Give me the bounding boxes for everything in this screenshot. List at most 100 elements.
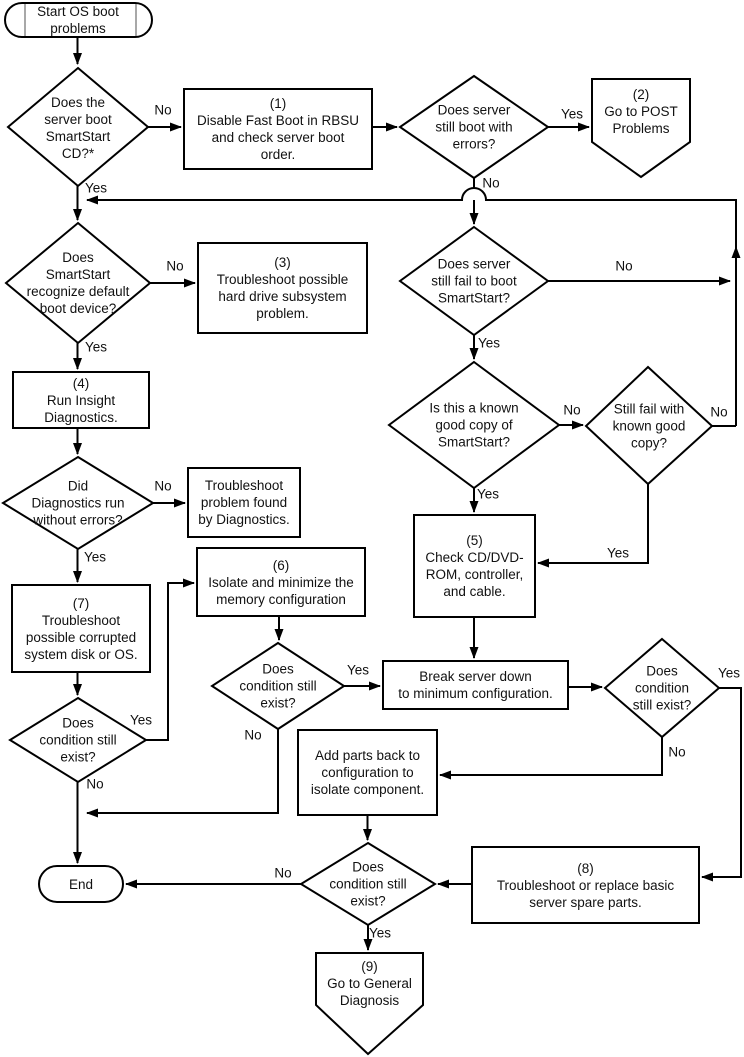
edge-label-booterrors-yes: Yes <box>560 106 584 122</box>
edge-label-condbottom-yes: Yes <box>368 925 392 941</box>
process-step6: (6)Isolate and minimize the memory confi… <box>197 548 365 616</box>
edge-label-condright-no: No <box>668 744 686 760</box>
decision-condition-mid-shape <box>210 641 346 731</box>
edge-label-condbottom-no: No <box>274 865 292 881</box>
step9-label: Go to General Diagnosis <box>327 976 412 1008</box>
decision-boot-smartstart-cd-shape <box>6 66 150 188</box>
edge-right-collector <box>86 187 737 426</box>
step6-label: Isolate and minimize the memory configur… <box>208 574 354 607</box>
decision-condition-right-shape <box>603 637 721 739</box>
edge-label-condleft-yes: Yes <box>129 712 153 728</box>
process-step8-shape <box>471 846 700 924</box>
edge-label-condright-yes: Yes <box>717 665 741 681</box>
decision-condition-mid-label: Does condition still exist? <box>239 661 317 711</box>
process-step7-shape <box>11 584 151 673</box>
edge-label-bootcd-yes: Yes <box>84 180 108 196</box>
offpage-step2-shape <box>591 78 691 179</box>
edge-label-diag-no: No <box>154 478 172 494</box>
decision-recognize-default-label: Does SmartStart recognize default boot d… <box>26 250 130 316</box>
step5-label: Check CD/DVD- ROM, controller, and cable… <box>425 550 524 599</box>
edge-label-recognize-yes: Yes <box>84 339 108 355</box>
process-step3-shape <box>197 242 368 334</box>
process-troubleshoot-diagnostics: Troubleshoot problem found by Diagnostic… <box>188 468 300 537</box>
step2-number: (2) <box>632 87 650 102</box>
offpage-step2: (2) Go to POST Problems <box>592 86 690 137</box>
process-add-parts-back-shape <box>297 729 438 816</box>
edge-label-stillfail-no: No <box>615 258 633 274</box>
process-step5: (5) Check CD/DVD- ROM, controller, and ca… <box>414 515 535 617</box>
edge-label-condmid-no: No <box>244 727 262 743</box>
step3-number: (3) <box>274 255 291 270</box>
decision-still-fail-known-good-label: Still fail with known good copy? <box>612 401 686 451</box>
connector-arrows <box>73 37 742 951</box>
step4-number: (4) <box>72 375 90 391</box>
edge-label-knowngood-yes: Yes <box>476 486 500 502</box>
decision-known-good-copy-shape <box>387 360 561 490</box>
process-break-server-down: Break server down to minimum configurati… <box>383 661 568 709</box>
process-step6-shape <box>196 547 366 617</box>
start-terminator-shape <box>4 2 153 38</box>
edge-label-condleft-no: No <box>86 776 104 792</box>
edge-label-stillfail-yes: Yes <box>477 335 501 351</box>
decision-condition-bottom-label: Does condition still exist? <box>329 859 407 909</box>
decision-condition-left-shape <box>8 696 148 784</box>
end-terminator-shape <box>38 865 124 903</box>
step4-label: Run Insight Diagnostics. <box>44 392 118 425</box>
end-label: End <box>68 876 94 892</box>
process-step7: (7)Troubleshoot possible corrupted syste… <box>12 585 150 672</box>
edge-condleft-yes <box>146 578 195 741</box>
step1-label: Disable Fast Boot in RBSU and check serv… <box>196 113 360 162</box>
decision-still-fail-boot-shape <box>398 225 550 337</box>
step7-label: Troubleshoot possible corrupted system d… <box>24 612 138 662</box>
decision-known-good-copy-label: Is this a known good copy of SmartStart? <box>429 400 519 450</box>
decision-recognize-default-shape <box>4 221 152 345</box>
process-step1: (1) Disable Fast Boot in RBSU and check s… <box>184 89 372 169</box>
process-step4: (4)Run Insight Diagnostics. <box>13 372 149 428</box>
decision-still-boot-errors-shape <box>398 74 550 180</box>
edge-label-booterrors-no: No <box>482 175 500 191</box>
process-step8: (8)Troubleshoot or replace basic server … <box>472 847 699 923</box>
step3-label: Troubleshoot possible hard drive subsyst… <box>216 272 349 321</box>
end-terminator-label: End <box>39 866 123 902</box>
edge-condright-no <box>439 737 663 780</box>
step2-label: Go to POST Problems <box>604 104 678 136</box>
edge-failknowngood-yes <box>537 484 649 568</box>
process-break-server-down-shape <box>382 660 569 710</box>
edge-label-recognize-no: No <box>166 258 184 274</box>
edge-condmid-no <box>86 729 279 818</box>
offpage-step9: (9) Go to General Diagnosis <box>316 958 423 1009</box>
decision-boot-smartstart-cd-label: Does the server boot SmartStart CD?* <box>44 95 112 161</box>
troubleshoot-diagnostics-label: Troubleshoot problem found by Diagnostic… <box>198 478 290 527</box>
step6-number: (6) <box>272 557 290 573</box>
break-server-down-label: Break server down to minimum configurati… <box>398 669 553 701</box>
process-step5-shape <box>413 514 536 618</box>
step7-number: (7) <box>72 595 90 611</box>
step8-label: Troubleshoot or replace basic server spa… <box>496 877 675 910</box>
add-parts-back-label: Add parts back to configuration to isola… <box>310 748 425 797</box>
process-troubleshoot-diagnostics-shape <box>187 467 301 538</box>
edge-label-bootcd-no: No <box>154 102 172 118</box>
process-step1-shape <box>183 88 373 170</box>
edge-label-knowngood-no: No <box>563 402 581 418</box>
edge-label-failknowngood-no: No <box>710 404 728 420</box>
edge-condright-yes <box>701 687 742 882</box>
step1-number: (1) <box>269 96 287 111</box>
node-shapes <box>1 2 721 1056</box>
step5-number: (5) <box>466 533 483 548</box>
process-step4-shape <box>12 371 150 429</box>
decision-still-boot-errors-label: Does server still boot with errors? <box>435 102 513 152</box>
decision-condition-right-label: Does condition still exist? <box>632 663 692 713</box>
edge-label-diag-yes: Yes <box>83 549 107 565</box>
offpage-step9-shape <box>315 952 424 1056</box>
decision-condition-left-label: Does condition still exist? <box>39 715 117 765</box>
decision-diagnostics-label: Did Diagnostics run without errors? <box>31 478 125 528</box>
step8-number: (8) <box>577 860 594 876</box>
start-terminator-label: Start OS boot problems <box>37 4 119 36</box>
process-add-parts-back: Add parts back to configuration to isola… <box>298 730 437 815</box>
decision-still-fail-boot-label: Does server still fail to boot SmartStar… <box>431 256 517 306</box>
step9-number: (9) <box>361 959 378 974</box>
edge-label-condmid-yes: Yes <box>346 662 370 678</box>
edge-label-failknowngood-yes: Yes <box>606 545 630 561</box>
